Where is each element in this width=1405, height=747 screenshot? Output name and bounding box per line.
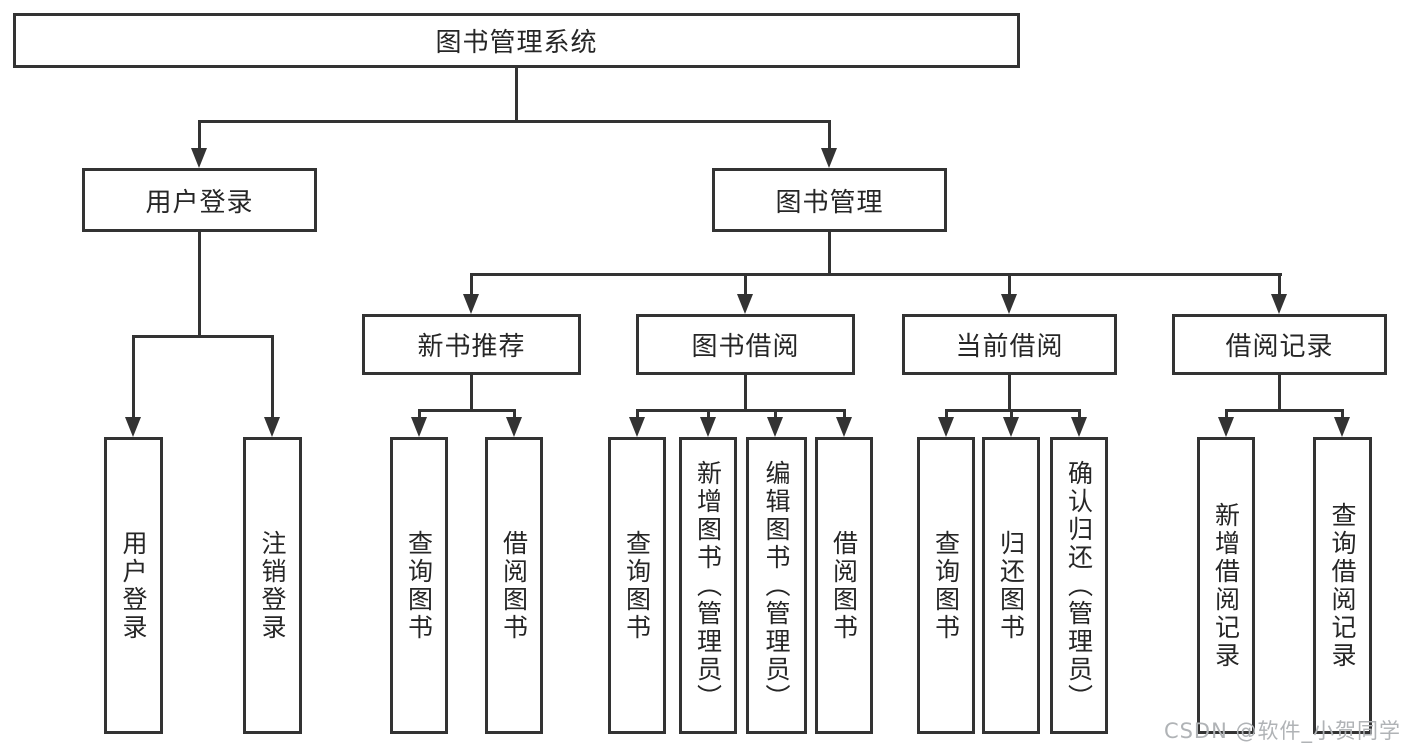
connector-line (1010, 409, 1013, 421)
leaf-edit-books-admin: 编辑图书（管理员） (746, 437, 807, 734)
leaf-add-borrow-record: 新增借阅记录 (1197, 437, 1255, 734)
arrowhead-down (767, 417, 783, 437)
connector-line (774, 409, 777, 421)
connector-line (945, 409, 1081, 412)
leaf-edit-books-admin-label: 编辑图书（管理员） (762, 459, 791, 712)
leaf-query-books-recommend-label: 查询图书 (404, 529, 434, 642)
leaf-confirm-return-admin-label: 确认归还（管理员） (1064, 459, 1094, 712)
leaf-return-books: 归还图书 (982, 437, 1040, 734)
connector-line (418, 409, 421, 421)
leaf-query-books-current: 查询图书 (917, 437, 975, 734)
leaf-query-books-current-label: 查询图书 (931, 529, 961, 642)
node-current-borrowing: 当前借阅 (902, 314, 1117, 375)
arrowhead-down (836, 417, 852, 437)
node-new-book-recommend-label: 新书推荐 (417, 332, 526, 362)
connector-line (828, 120, 831, 150)
leaf-query-borrow-record-label: 查询借阅记录 (1328, 501, 1357, 670)
arrowhead-down (506, 417, 522, 437)
connector-line (1341, 409, 1344, 421)
leaf-user-login: 用户登录 (104, 437, 163, 734)
leaf-query-books-recommend: 查询图书 (390, 437, 448, 734)
connector-line (470, 375, 473, 412)
node-root-label: 图书管理系统 (435, 28, 598, 58)
leaf-confirm-return-admin: 确认归还（管理员） (1050, 437, 1108, 734)
connector-line (132, 335, 135, 419)
connector-line (1078, 409, 1081, 421)
connector-line (132, 335, 274, 338)
leaf-query-books-borrowing: 查询图书 (608, 437, 666, 734)
connector-line (1225, 409, 1228, 421)
connector-line (513, 409, 516, 421)
connector-line (707, 409, 710, 421)
leaf-add-books-admin-label: 新增图书（管理员） (693, 459, 723, 712)
arrowhead-down (1218, 417, 1234, 437)
connector-line (418, 409, 516, 412)
arrowhead-down (463, 294, 479, 314)
connector-line (1278, 273, 1281, 296)
arrowhead-down (938, 417, 954, 437)
node-book-management-label: 图书管理 (775, 187, 884, 218)
arrowhead-down (629, 417, 645, 437)
connector-line (1225, 409, 1344, 412)
connector-line (636, 409, 846, 412)
arrowhead-down (821, 148, 837, 168)
leaf-add-borrow-record-label: 新增借阅记录 (1211, 501, 1241, 670)
connector-line (1008, 375, 1011, 412)
arrowhead-down (700, 417, 716, 437)
leaf-query-books-borrowing-label: 查询图书 (622, 529, 652, 642)
arrowhead-down (737, 294, 753, 314)
connector-line (470, 273, 473, 296)
connector-line (1008, 273, 1011, 296)
connector-line (515, 68, 518, 121)
arrowhead-down (1003, 417, 1019, 437)
node-current-borrowing-label: 当前借阅 (955, 332, 1064, 362)
connector-line (744, 375, 747, 412)
arrowhead-down (264, 417, 280, 437)
arrowhead-down (191, 148, 207, 168)
connector-line (744, 273, 747, 296)
connector-line (636, 409, 639, 421)
node-new-book-recommend: 新书推荐 (362, 314, 581, 375)
leaf-return-books-label: 归还图书 (996, 529, 1026, 642)
csdn-watermark: CSDN @软件_小贺同学 (1163, 719, 1401, 743)
arrowhead-down (411, 417, 427, 437)
arrowhead-down (1334, 417, 1350, 437)
connector-line (843, 409, 846, 421)
connector-line (828, 232, 831, 274)
arrowhead-down (1271, 294, 1287, 314)
leaf-logout-label: 注销登录 (258, 529, 287, 642)
leaf-borrow-books-recommend-label: 借阅图书 (499, 529, 529, 642)
node-borrowing-records: 借阅记录 (1172, 314, 1387, 375)
arrowhead-down (1001, 294, 1017, 314)
node-book-management: 图书管理 (712, 168, 947, 232)
node-book-borrowing: 图书借阅 (636, 314, 855, 375)
node-book-borrowing-label: 图书借阅 (691, 332, 800, 362)
node-root: 图书管理系统 (13, 13, 1020, 68)
connector-line (945, 409, 948, 421)
connector-line (1278, 375, 1281, 412)
connector-line (470, 273, 1282, 276)
connector-line (198, 120, 831, 123)
node-user-login-label: 用户登录 (145, 187, 254, 218)
leaf-borrow-books-label: 借阅图书 (829, 529, 859, 642)
leaf-query-borrow-record: 查询借阅记录 (1313, 437, 1372, 734)
connector-line (198, 232, 201, 336)
leaf-borrow-books-recommend: 借阅图书 (485, 437, 543, 734)
arrowhead-down (125, 417, 141, 437)
node-user-login: 用户登录 (82, 168, 317, 232)
connector-line (271, 335, 274, 419)
leaf-logout: 注销登录 (243, 437, 302, 734)
leaf-add-books-admin: 新增图书（管理员） (679, 437, 737, 734)
leaf-borrow-books: 借阅图书 (815, 437, 873, 734)
leaf-user-login-label: 用户登录 (119, 529, 148, 642)
arrowhead-down (1071, 417, 1087, 437)
connector-line (198, 120, 201, 150)
node-borrowing-records-label: 借阅记录 (1225, 332, 1334, 362)
